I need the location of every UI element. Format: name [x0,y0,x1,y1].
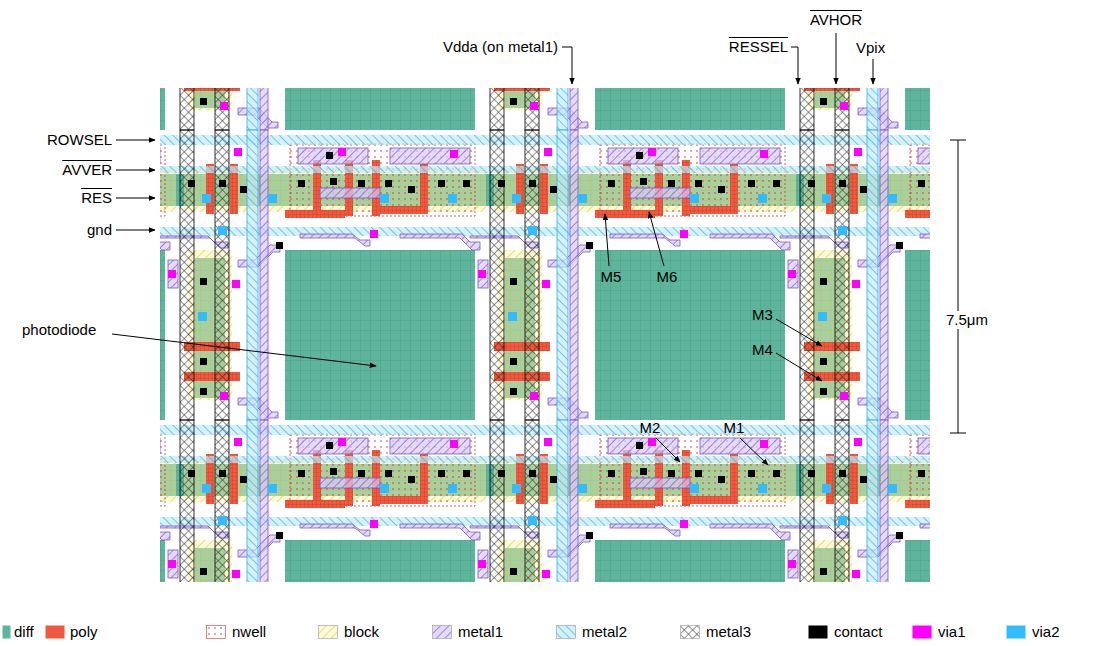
legend-text: metal2 [582,623,627,641]
swatch-fill [1007,626,1026,639]
dimension-label: 7.5μm [944,311,990,329]
legend-swatch [680,625,700,639]
transistor-name: M2 [640,419,661,437]
legend-swatch [556,625,576,639]
swatch-fill [433,626,452,639]
legend-swatch [206,625,226,639]
legend-swatch [318,625,338,639]
legend-swatch [912,625,932,639]
legend-text: metal3 [706,623,751,641]
cell-array [160,88,930,582]
signal-name: Vpix [856,39,885,57]
dimension-bracket [950,140,966,433]
signal-name: RESSEL [729,38,788,56]
transistor-name: M4 [752,341,773,359]
swatch-fill [3,626,11,639]
legend-swatch [45,625,65,639]
signal-name: ROWSEL [47,131,112,149]
legend-text: metal1 [458,623,503,641]
transistor-name: M5 [601,268,622,286]
signal-name: Vdda (on metal1) [443,38,558,56]
signal-name: RES [81,189,112,207]
signal-name: gnd [87,221,112,239]
legend-text: contact [834,623,882,641]
transistor-name: M1 [724,419,745,437]
legend-text: via2 [1032,623,1060,641]
signal-name: AVHOR [810,11,862,29]
swatch-fill [913,626,932,639]
legend-text: diff [14,623,34,641]
part-name: photodiode [22,321,96,339]
legend-text: via1 [938,623,966,641]
legend-swatch [808,625,828,639]
legend-swatch [1006,625,1026,639]
swatch-fill [207,626,226,639]
legend-swatch [2,625,11,639]
leader-lines [112,33,873,465]
legend-text: poly [70,623,98,641]
legend-text: block [344,623,379,641]
swatch-fill [557,626,576,639]
transistor-name: M6 [657,268,678,286]
transistor-name: M3 [752,306,773,324]
legend-swatch [432,625,452,639]
legend-text: nwell [232,623,266,641]
signal-name: AVVER [62,161,112,179]
swatch-fill [681,626,700,639]
swatch-fill [319,626,338,639]
swatch-fill [46,626,65,639]
swatch-fill [809,626,828,639]
